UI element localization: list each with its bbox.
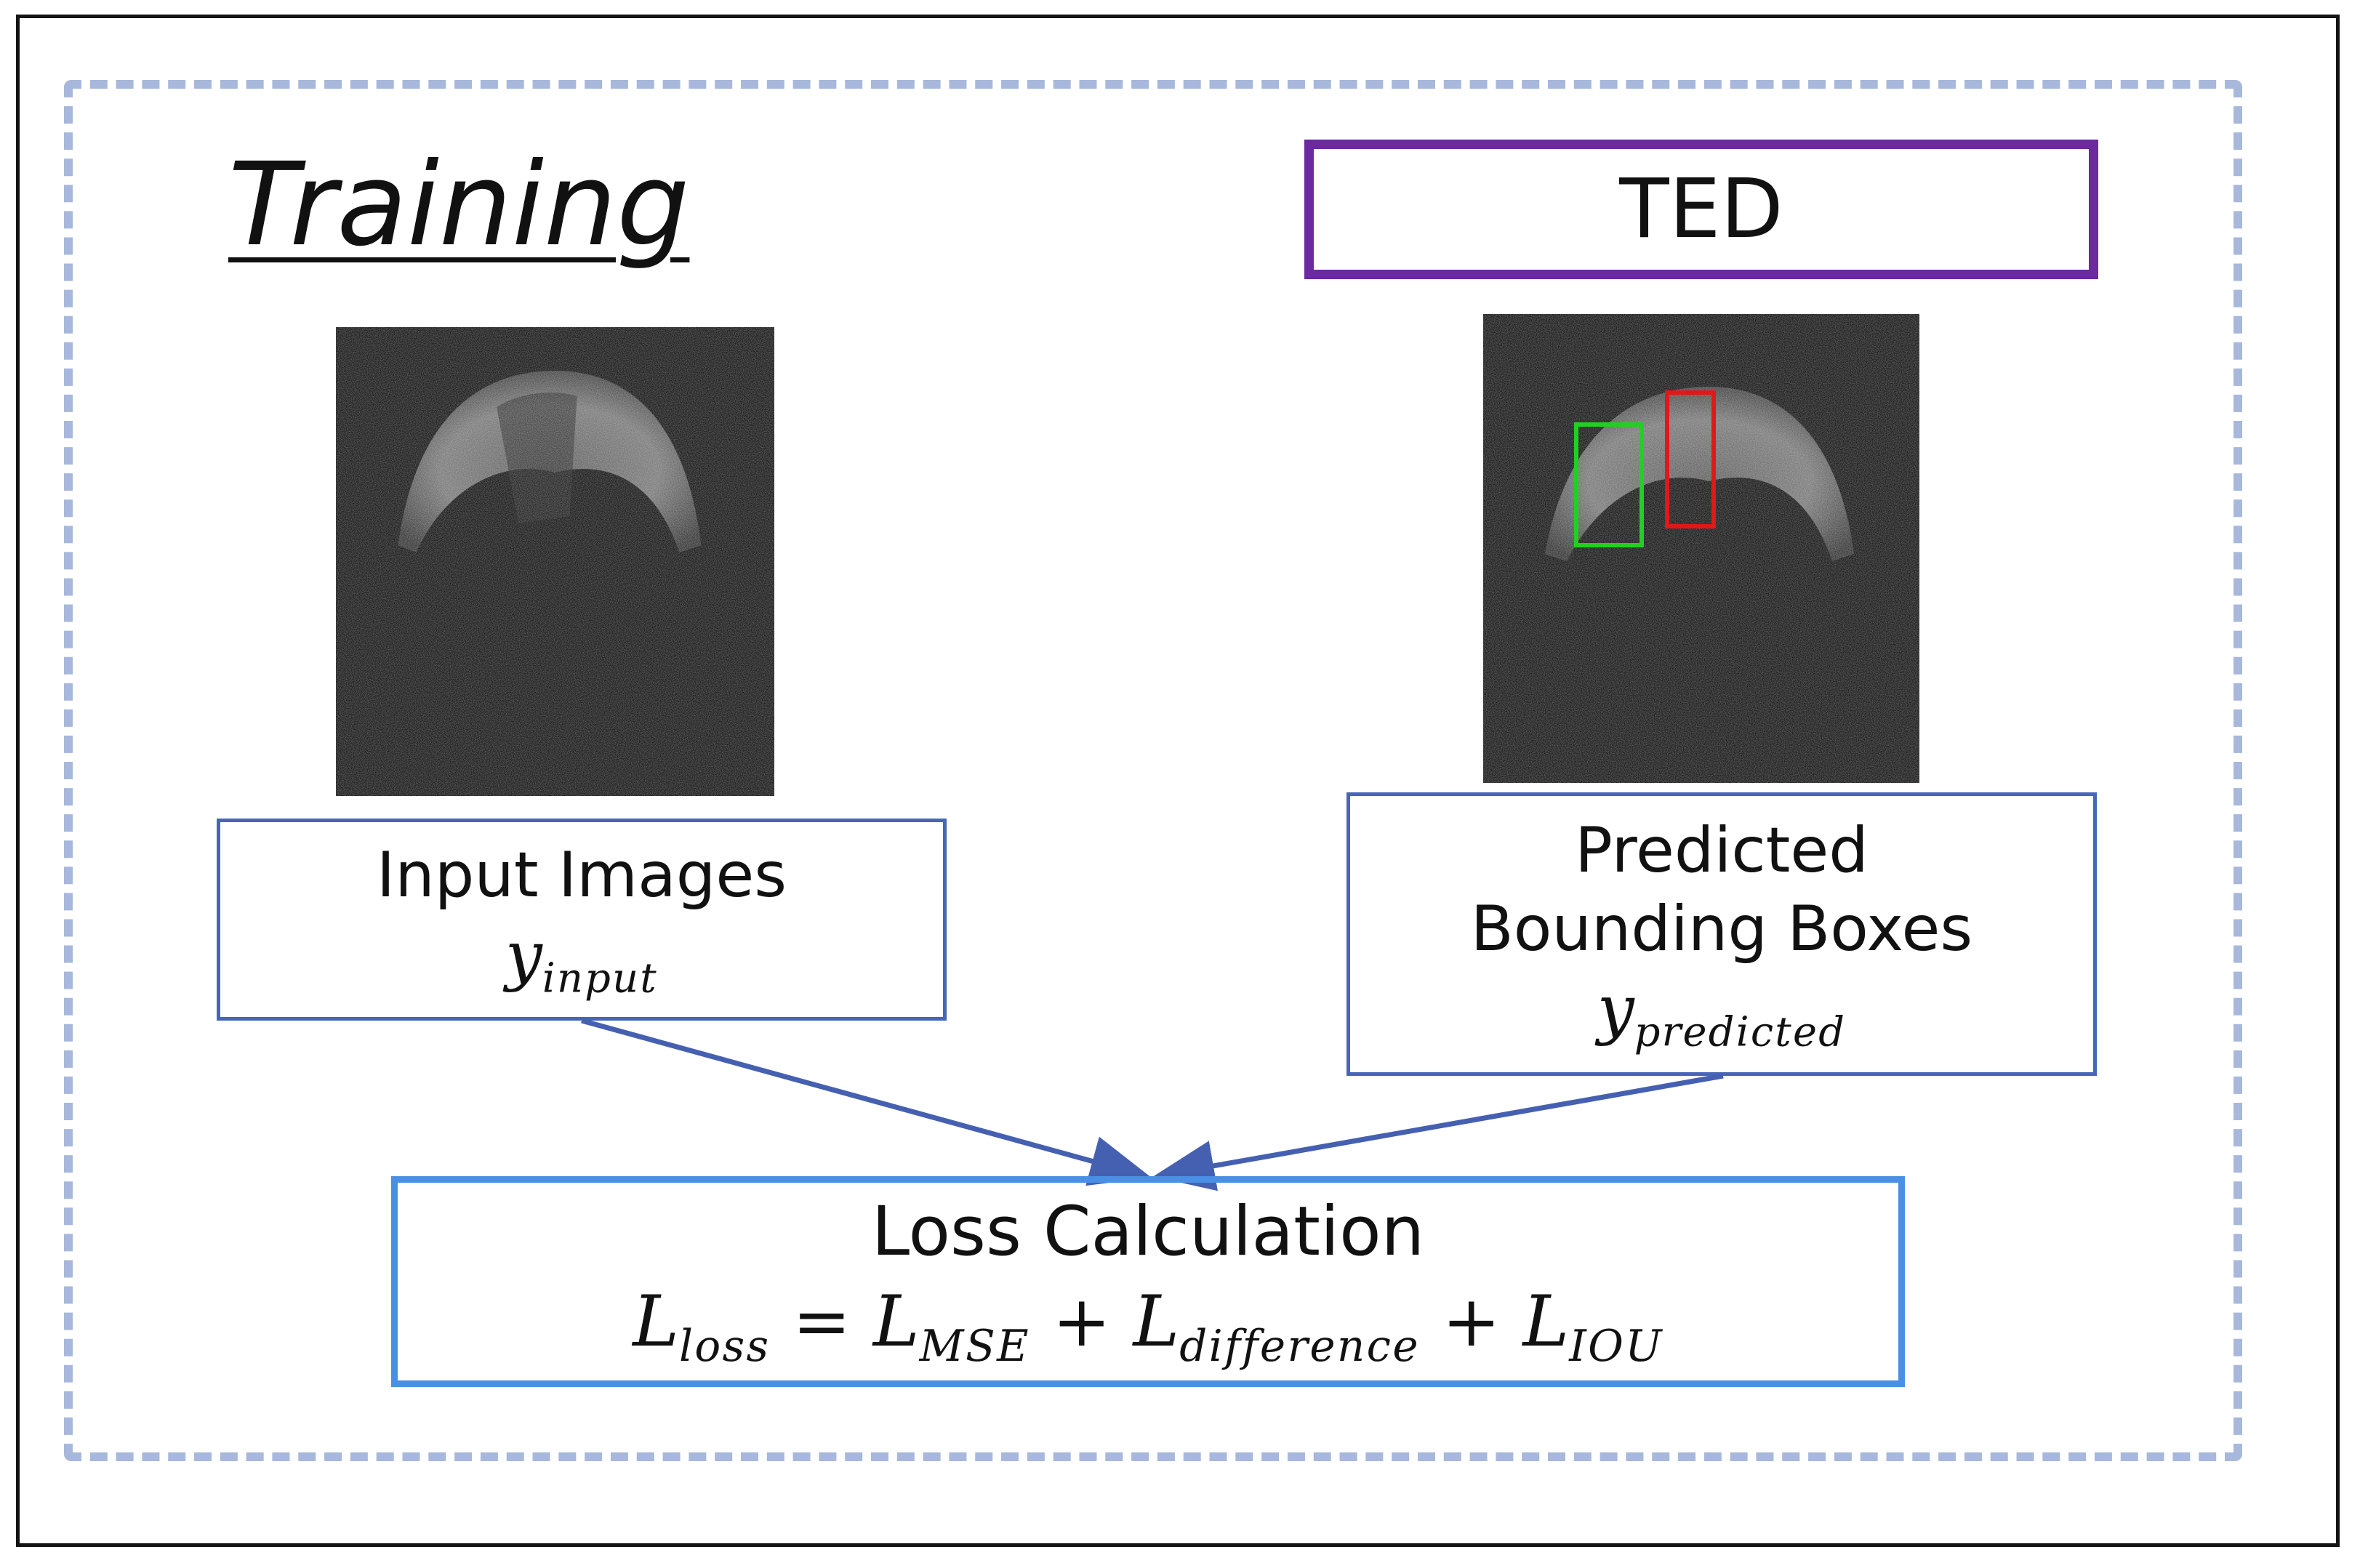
loss-formula: Lloss = LMSE + Ldifference + LIOU <box>633 1280 1663 1372</box>
input-images-box: Input Images yinput <box>217 819 947 1021</box>
predicted-boxes-label: Predicted Bounding Boxes <box>1470 814 1973 965</box>
predicted-boxes-box: Predicted Bounding Boxes ypredicted <box>1346 792 2097 1076</box>
training-region <box>64 80 2242 1461</box>
ted-label: TED <box>1619 162 1783 257</box>
loss-calculation-box: Loss Calculation Lloss = LMSE + Ldiffere… <box>391 1176 1905 1387</box>
input-images-label: Input Images <box>376 838 787 912</box>
predicted-image <box>1483 314 1919 783</box>
y-predicted-symbol: ypredicted <box>1597 971 1847 1056</box>
ted-model-box: TED <box>1304 140 2098 279</box>
y-input-symbol: yinput <box>505 917 658 1002</box>
outer-frame <box>16 15 2340 1547</box>
loss-calculation-label: Loss Calculation <box>871 1192 1425 1272</box>
bounding-box-green <box>1574 422 1644 547</box>
bounding-box-red <box>1665 390 1716 528</box>
input-image <box>336 327 774 796</box>
page-title: Training <box>228 138 690 272</box>
